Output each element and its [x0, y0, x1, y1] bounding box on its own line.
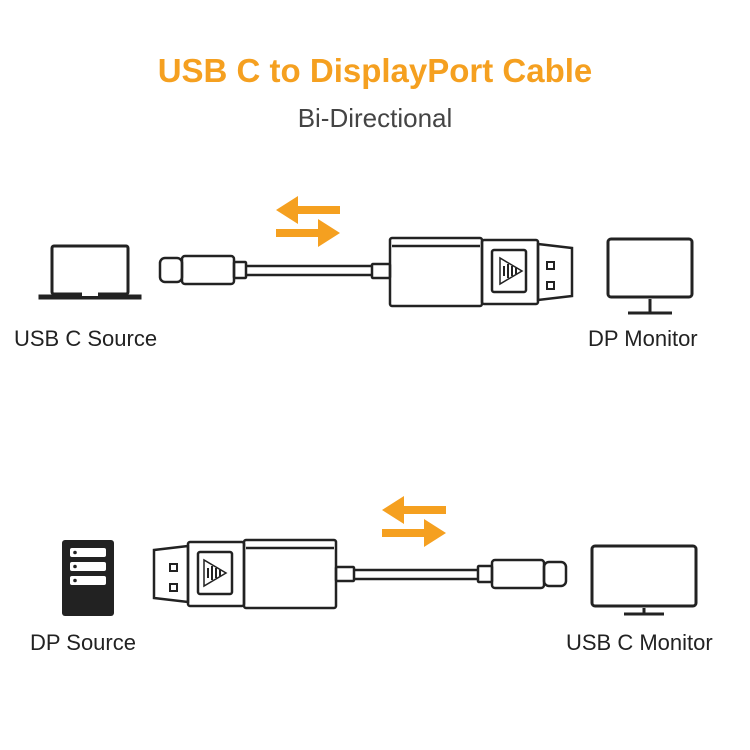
page-title: USB C to DisplayPort Cable	[157, 52, 593, 89]
cable	[354, 568, 478, 581]
monitor-icon	[606, 237, 694, 315]
cable	[246, 264, 372, 277]
displayport-plug	[152, 538, 356, 610]
bidirectional-arrows-icon	[276, 196, 340, 247]
usb-c-source-label: USB C Source	[14, 326, 158, 351]
bidirectional-arrows-icon	[382, 496, 446, 547]
usb-c-plug	[476, 558, 568, 590]
dp-monitor-label: DP Monitor	[588, 326, 698, 351]
usb-c-monitor-label: USB C Monitor	[566, 630, 713, 655]
page-subtitle: Bi-Directional	[297, 103, 453, 133]
displayport-plug	[370, 236, 574, 308]
monitor-icon	[590, 544, 698, 616]
server-icon	[62, 540, 114, 616]
dp-logo-icon	[499, 256, 524, 286]
laptop-icon	[38, 244, 142, 300]
usb-c-plug	[158, 254, 248, 286]
dp-source-label: DP Source	[30, 630, 136, 655]
dp-logo-icon	[203, 558, 228, 588]
